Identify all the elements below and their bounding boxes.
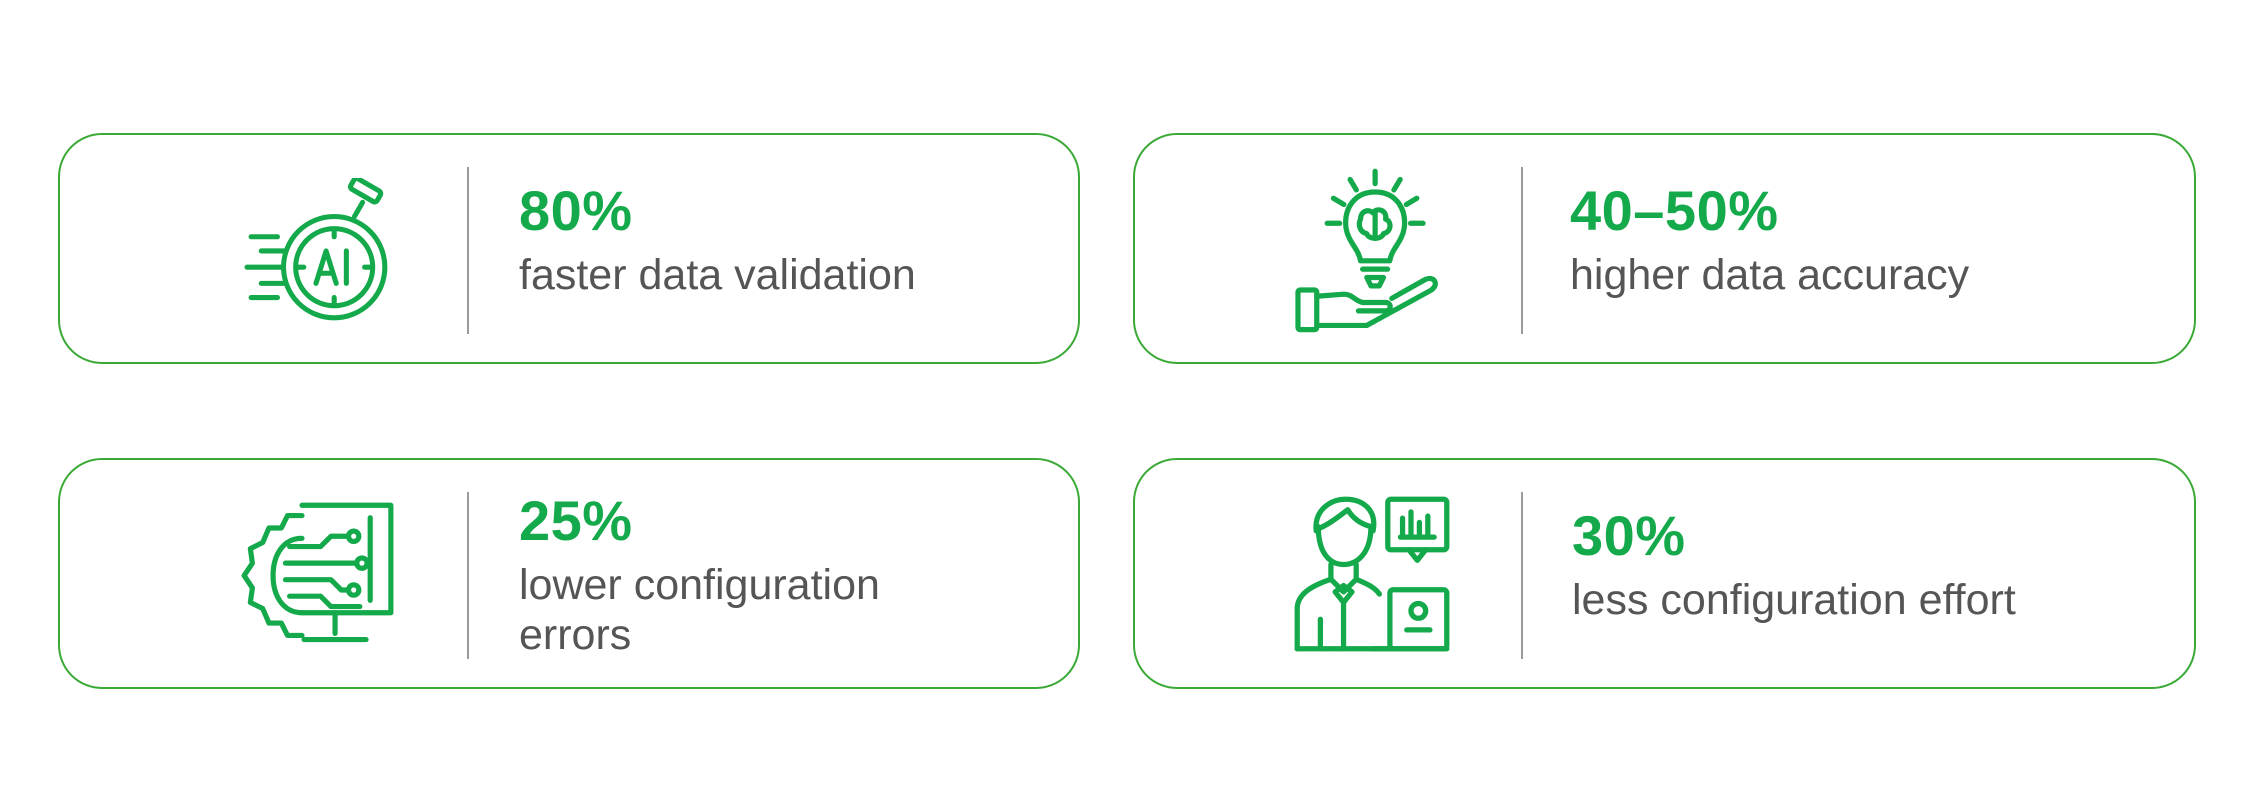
card-divider <box>1521 492 1523 659</box>
metric-text: 25% lower configuration errors <box>519 490 979 660</box>
metric-text: 80% faster data validation <box>519 180 979 300</box>
card-divider <box>467 492 469 659</box>
metric-card-validation: 80% faster data validation <box>58 133 1080 364</box>
metric-value: 40–50% <box>1570 179 1779 242</box>
card-divider <box>1521 167 1523 334</box>
metric-value: 30% <box>1572 504 1686 567</box>
metric-card-accuracy: 40–50% higher data accuracy <box>1133 133 2196 364</box>
person-laptop-chart-icon <box>1293 495 1451 653</box>
metric-label: less configuration effort <box>1572 576 2016 624</box>
metric-card-effort: 30% less configuration effort <box>1133 458 2196 689</box>
metric-text: 40–50% higher data accuracy <box>1570 180 2130 300</box>
gear-circuit-monitor-icon <box>240 497 395 652</box>
metric-label: faster data validation <box>519 251 916 299</box>
metric-value: 25% <box>519 489 633 552</box>
lightbulb-brain-hand-icon <box>1293 167 1451 339</box>
ai-stopwatch-icon <box>243 178 395 330</box>
metric-label: higher data accuracy <box>1570 251 1970 299</box>
metric-label: lower configuration errors <box>519 561 880 659</box>
metric-value: 80% <box>519 179 633 242</box>
metric-text: 30% less configuration effort <box>1572 505 2132 625</box>
metric-card-errors: 25% lower configuration errors <box>58 458 1080 689</box>
card-divider <box>467 167 469 334</box>
